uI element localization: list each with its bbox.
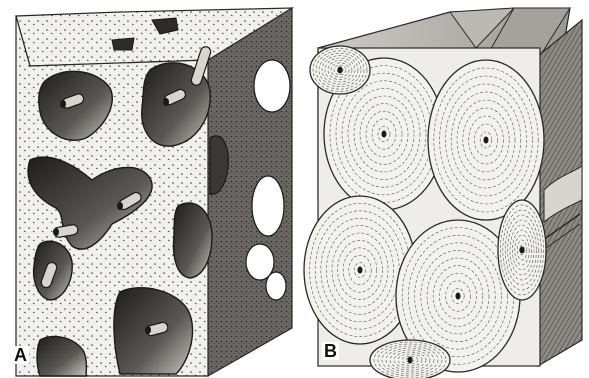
panel-label-a: A [12, 346, 29, 364]
osteon [310, 46, 370, 94]
panel-a-spongy-bone: A [0, 0, 300, 378]
compact-bone-illustration [300, 0, 589, 378]
panel-label-b: B [322, 342, 339, 360]
osteon [428, 60, 544, 220]
osteon [498, 200, 546, 300]
panel-b-compact-bone: B [300, 0, 589, 378]
spongy-bone-illustration [0, 0, 300, 378]
osteon [370, 340, 450, 378]
